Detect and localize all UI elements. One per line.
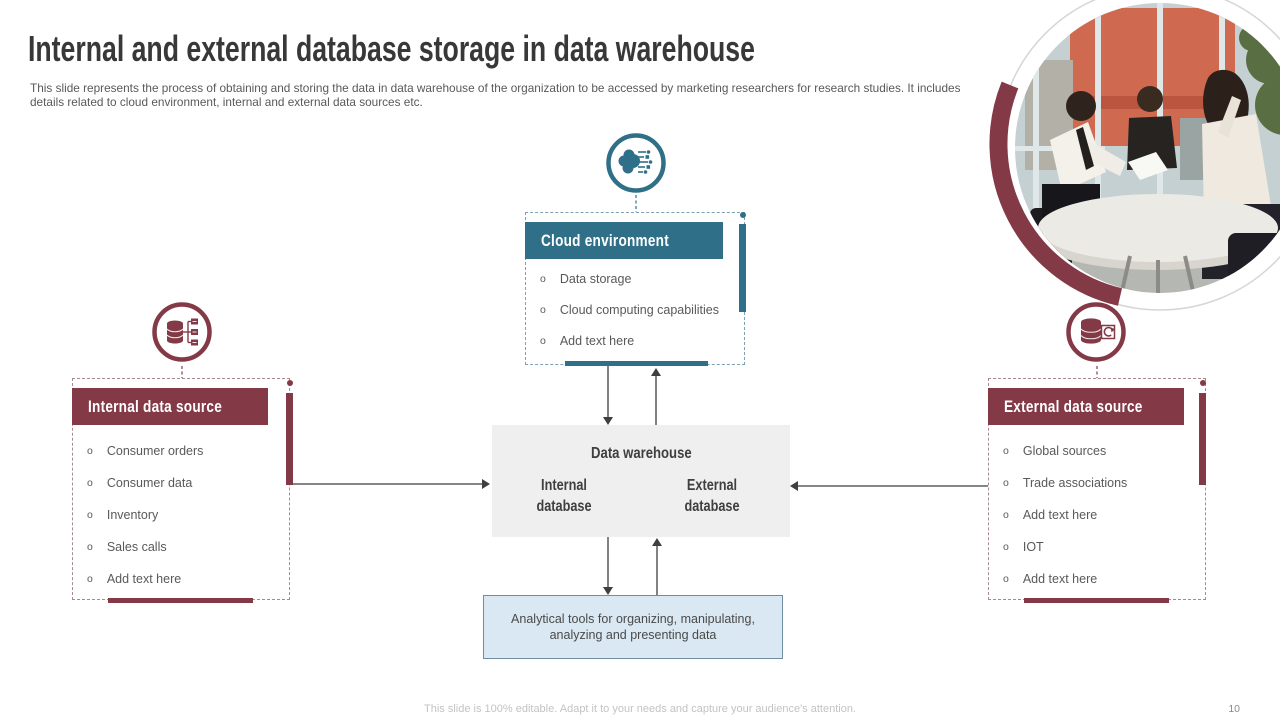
- list-item-label: Cloud computing capabilities: [559, 303, 719, 317]
- list-item: o Inventory: [87, 501, 283, 529]
- database-share-icon: [152, 302, 212, 362]
- list-item: o Add text here: [1003, 501, 1199, 529]
- internal-bottom-accent-bar: [108, 598, 253, 603]
- list-item: o Trade associations: [1003, 469, 1199, 497]
- bullet: o: [1003, 540, 1009, 553]
- bullet: o: [540, 334, 546, 347]
- photo-maroon-arc: [989, 81, 1123, 306]
- photo-scene: [1015, 3, 1280, 293]
- page-title-text: Internal and external database storage i…: [28, 28, 755, 69]
- external-side-accent-bar: [1199, 393, 1206, 485]
- footer-note: This slide is 100% editable. Adapt it to…: [424, 703, 856, 715]
- page-title: Internal and external database storage i…: [28, 28, 1010, 70]
- list-item-label: IOT: [1022, 540, 1044, 554]
- database-sync-icon: [1066, 302, 1126, 362]
- bullet: o: [87, 444, 93, 457]
- list-item-label: Data storage: [559, 272, 632, 286]
- page-number: 10: [1228, 703, 1240, 715]
- list-item-label: Add text here: [1022, 572, 1098, 586]
- external-accent-dot: [1200, 380, 1206, 386]
- list-item-label: Consumer orders: [106, 444, 204, 458]
- internal-data-source-header: Internal data source: [72, 388, 268, 425]
- bullet: o: [87, 508, 93, 521]
- list-item-label: Global sources: [1022, 444, 1107, 458]
- cloud-environment-header: Cloud environment: [525, 222, 723, 259]
- list-item-label: Sales calls: [106, 540, 167, 554]
- cloud-side-accent-bar: [739, 224, 746, 312]
- meeting-photo: [989, 0, 1280, 311]
- external-data-source-header: External data source: [988, 388, 1184, 425]
- list-item: o Data storage: [540, 265, 738, 293]
- list-item: o Add text here: [540, 327, 738, 355]
- list-item: o Global sources: [1003, 437, 1199, 465]
- brain-circuit-icon: [606, 133, 666, 193]
- list-item: o Cloud computing capabilities: [540, 296, 738, 324]
- cloud-accent-dot: [740, 212, 746, 218]
- list-item-label: Trade associations: [1022, 476, 1128, 490]
- cloud-environment-title: Cloud environment: [541, 230, 669, 250]
- data-warehouse-box: Data warehouse Internal database Externa…: [492, 425, 790, 537]
- internal-database-text: Internal database: [536, 477, 592, 515]
- internal-accent-dot: [287, 380, 293, 386]
- analytical-tools-text: Analytical tools for organizing, manipul…: [511, 612, 755, 642]
- bullet: o: [87, 540, 93, 553]
- list-item: o Sales calls: [87, 533, 283, 561]
- bullet: o: [87, 476, 93, 489]
- list-item: o Consumer orders: [87, 437, 283, 465]
- bullet: o: [1003, 476, 1009, 489]
- bullet: o: [1003, 572, 1009, 585]
- external-bottom-accent-bar: [1024, 598, 1169, 603]
- internal-data-source-title: Internal data source: [88, 396, 223, 416]
- list-item: o IOT: [1003, 533, 1199, 561]
- slide-subtitle: This slide represents the process of obt…: [30, 81, 961, 109]
- list-item-label: Consumer data: [106, 476, 193, 490]
- external-database-text: External database: [684, 477, 740, 515]
- list-item: o Add text here: [1003, 565, 1199, 593]
- list-item-label: Add text here: [1022, 508, 1098, 522]
- bullet: o: [540, 272, 546, 285]
- external-data-source-title: External data source: [1004, 396, 1143, 416]
- list-item-label: Add text here: [106, 572, 182, 586]
- data-warehouse-title: Data warehouse: [492, 445, 790, 463]
- bullet: o: [1003, 444, 1009, 457]
- list-item: o Add text here: [87, 565, 283, 593]
- bullet: o: [1003, 508, 1009, 521]
- list-item-label: Inventory: [106, 508, 159, 522]
- internal-database-label: Internal database: [506, 475, 622, 517]
- photo-outline-arc: [997, 0, 1280, 311]
- bullet: o: [540, 303, 546, 316]
- internal-side-accent-bar: [286, 393, 293, 485]
- bullet: o: [87, 572, 93, 585]
- list-item: o Consumer data: [87, 469, 283, 497]
- analytical-tools-box: Analytical tools for organizing, manipul…: [483, 595, 783, 659]
- data-warehouse-title-text: Data warehouse: [590, 445, 692, 462]
- external-database-label: External database: [654, 475, 770, 517]
- cloud-bottom-accent-bar: [565, 361, 708, 366]
- list-item-label: Add text here: [559, 334, 635, 348]
